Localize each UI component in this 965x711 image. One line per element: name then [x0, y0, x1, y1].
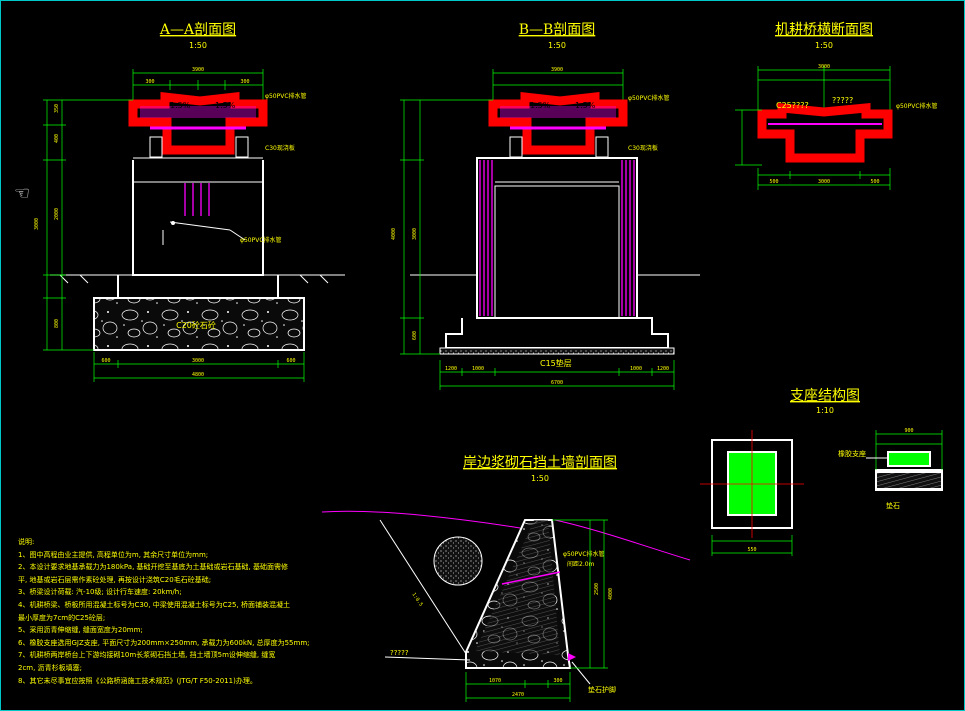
- aa-dim-bottom-c: 600: [286, 358, 295, 364]
- aa-slope-left: 1.5%: [170, 101, 191, 110]
- note-item: 3、桥梁设计荷载: 汽-10级; 设计行车速度: 20km/h;: [18, 588, 182, 597]
- bridge-dim-bottom-c: 500: [870, 179, 879, 185]
- aa-dim-bottom-total: 4800: [192, 372, 204, 378]
- bb-dim-bottom-total: 6700: [551, 380, 563, 386]
- section-wall: 岸边浆砌石挡土墙剖面图 1:50 1:0.5 φ50PVC排水管 间距2.0m …: [321, 455, 691, 702]
- wall-scale: 1:50: [531, 474, 549, 483]
- bb-dim-left-b: 600: [412, 331, 418, 340]
- bridge-scale: 1:50: [815, 41, 833, 50]
- wall-pipe-label: φ50PVC排水管: [563, 550, 605, 558]
- bb-dim-bottom-a: 1200: [445, 366, 457, 372]
- hand-cursor-icon[interactable]: ☜: [14, 183, 31, 204]
- aa-scale: 1:50: [189, 41, 207, 50]
- wall-dim-bottom-b: 300: [553, 678, 562, 684]
- section-aa: A—A剖面图 1:50 3900 300 300 1.5% 1.5% φ50PV…: [34, 22, 345, 382]
- bridge-slope-right: 1.5%: [840, 115, 858, 123]
- aa-drain-lines: [184, 183, 210, 216]
- section-bridge: 机耕桥横断面图 1:50 3000 C25???? ????? φ50PVC排水…: [735, 21, 938, 190]
- wall-dim-bottom-a: 1070: [489, 678, 501, 684]
- note-item: 最小厚度为7cm的C25砼层;: [18, 613, 106, 622]
- note-item: 1、图中高程由业主提供, 高程单位为m, 其余尺寸单位为mm;: [18, 550, 209, 559]
- note-item: 2cm, 沥青杉板填塞;: [18, 663, 82, 672]
- bb-dim-top: 3900: [551, 67, 563, 73]
- wall-dim-right-a: 2500: [594, 583, 600, 595]
- aa-pipe-label: φ50PVC排水管: [265, 92, 307, 100]
- design-notes: 说明: 1、图中高程由业主提供, 高程单位为m, 其余尺寸单位为mm; 2、本设…: [18, 536, 318, 687]
- note-item: 2、本设计要求地基承载力为180kPa, 基础开挖至基底为土基础或岩石基础, 基…: [18, 563, 288, 572]
- aa-dim-left-total: 3000: [34, 218, 40, 230]
- aa-dim-left-b: 400: [54, 134, 60, 143]
- bb-deck-slab: [488, 91, 628, 155]
- support-scale: 1:10: [816, 406, 834, 415]
- bb-pipe-label: φ50PVC排水管: [628, 94, 670, 102]
- aa-dim-bottom-b: 3000: [192, 358, 204, 364]
- bb-scale: 1:50: [548, 41, 566, 50]
- bridge-dim-bottom-b: 3000: [818, 179, 830, 185]
- bb-dim-bottom-e: 1200: [657, 366, 669, 372]
- bridge-deck: [757, 103, 893, 163]
- bridge-concrete-label: C25????: [776, 101, 809, 110]
- aa-dim-top-b: 300: [240, 79, 249, 85]
- support-dim-bottom: 550: [747, 547, 756, 553]
- bridge-pipe-label: φ50PVC排水管: [896, 102, 938, 110]
- wall-stone-label: 垫石护脚: [588, 685, 616, 694]
- note-item: 4、机耕桥梁、桥板所用混凝土标号为C30, 中梁使用混凝土标号为C25, 桥面铺…: [18, 600, 290, 609]
- support-dim-top: 900: [904, 428, 913, 434]
- bb-title: B—B剖面图: [519, 22, 596, 38]
- wall-slope-ratio: 1:0.5: [410, 592, 423, 608]
- aa-deck-slab: [128, 91, 268, 155]
- section-bb: B—B剖面图 1:50 3900 1.5% 1.5% φ50PVC排水管 C30…: [391, 22, 700, 390]
- aa-dim-left-d: 800: [54, 319, 60, 328]
- aa-dim-top-a: 300: [145, 79, 154, 85]
- aa-dim-bottom-a: 600: [101, 358, 110, 364]
- aa-slope-right: 1.5%: [215, 101, 236, 110]
- wall-title: 岸边浆砌石挡土墙剖面图: [463, 455, 617, 471]
- bb-base-label: C15垫层: [540, 358, 572, 368]
- aa-slab-label: C30现浇板: [265, 144, 295, 152]
- note-item: 5、采用沥青伸缩缝, 缝面宽度为20mm;: [18, 626, 143, 635]
- note-item: 平, 地基或岩石层需作素砼处理, 再按设计浇筑C20毛石砼基础;: [18, 575, 212, 584]
- bb-slope-right: 1.5%: [575, 101, 596, 110]
- support-pad-label: 橡胶支座: [838, 449, 866, 458]
- aa-rubble-foundation: [93, 297, 305, 351]
- aa-dim-left-a: 350: [54, 104, 60, 113]
- wall-detail-circle: [433, 536, 483, 586]
- bridge-dim-top: 3000: [818, 64, 830, 70]
- aa-dim-left-c: 2000: [54, 208, 60, 220]
- aa-dim-top: [132, 69, 264, 100]
- bb-cushion: [439, 347, 675, 355]
- bb-dim-bottom-d: 1000: [630, 366, 642, 372]
- note-item: 7、机耕桥两岸桥台上下游均接砌10m长浆砌石挡土墙, 挡土墙顶5m设伸缩缝, 缝…: [18, 651, 276, 660]
- aa-fill-label: C20砼石砼: [176, 320, 216, 330]
- note-item: 6、橡胶支座选用GJZ支座, 平面尺寸为200mm×250mm, 承载力为600…: [18, 638, 310, 647]
- bb-dim-left-a: 3000: [412, 228, 418, 240]
- note-item: 8、其它未尽事宜应按照《公路桥涵施工技术规范》(JTG/T F50-2011)办…: [18, 676, 257, 685]
- aa-pipe-label2: φ50PVC排水管: [240, 236, 282, 244]
- bb-dim-bottom-b: 1000: [472, 366, 484, 372]
- aa-dim-top-total: 3900: [192, 67, 204, 73]
- wall-pipe-spacing: 间距2.0m: [567, 560, 595, 568]
- support-stone-label: 垫石: [886, 501, 900, 510]
- bridge-dim-bottom-a: 500: [769, 179, 778, 185]
- bb-slope-left: 1.5%: [530, 101, 551, 110]
- bridge-slope-left: 1.5%: [786, 115, 804, 123]
- bb-dim-left-total: 4000: [391, 228, 397, 240]
- bridge-title: 机耕桥横断面图: [775, 21, 873, 38]
- wall-dim-right-b: 4000: [608, 588, 614, 600]
- support-title: 支座结构图: [790, 388, 860, 404]
- aa-title: A—A剖面图: [159, 22, 236, 38]
- bridge-unknown-label: ?????: [832, 96, 853, 105]
- notes-heading: 说明:: [18, 538, 35, 546]
- wall-unknown-label: ?????: [390, 649, 409, 657]
- bb-slab-label: C30现浇板: [628, 144, 658, 152]
- section-support: 支座结构图 1:10 550 900 橡胶支座 垫石: [700, 388, 943, 556]
- wall-dim-bottom-total: 2470: [512, 692, 524, 698]
